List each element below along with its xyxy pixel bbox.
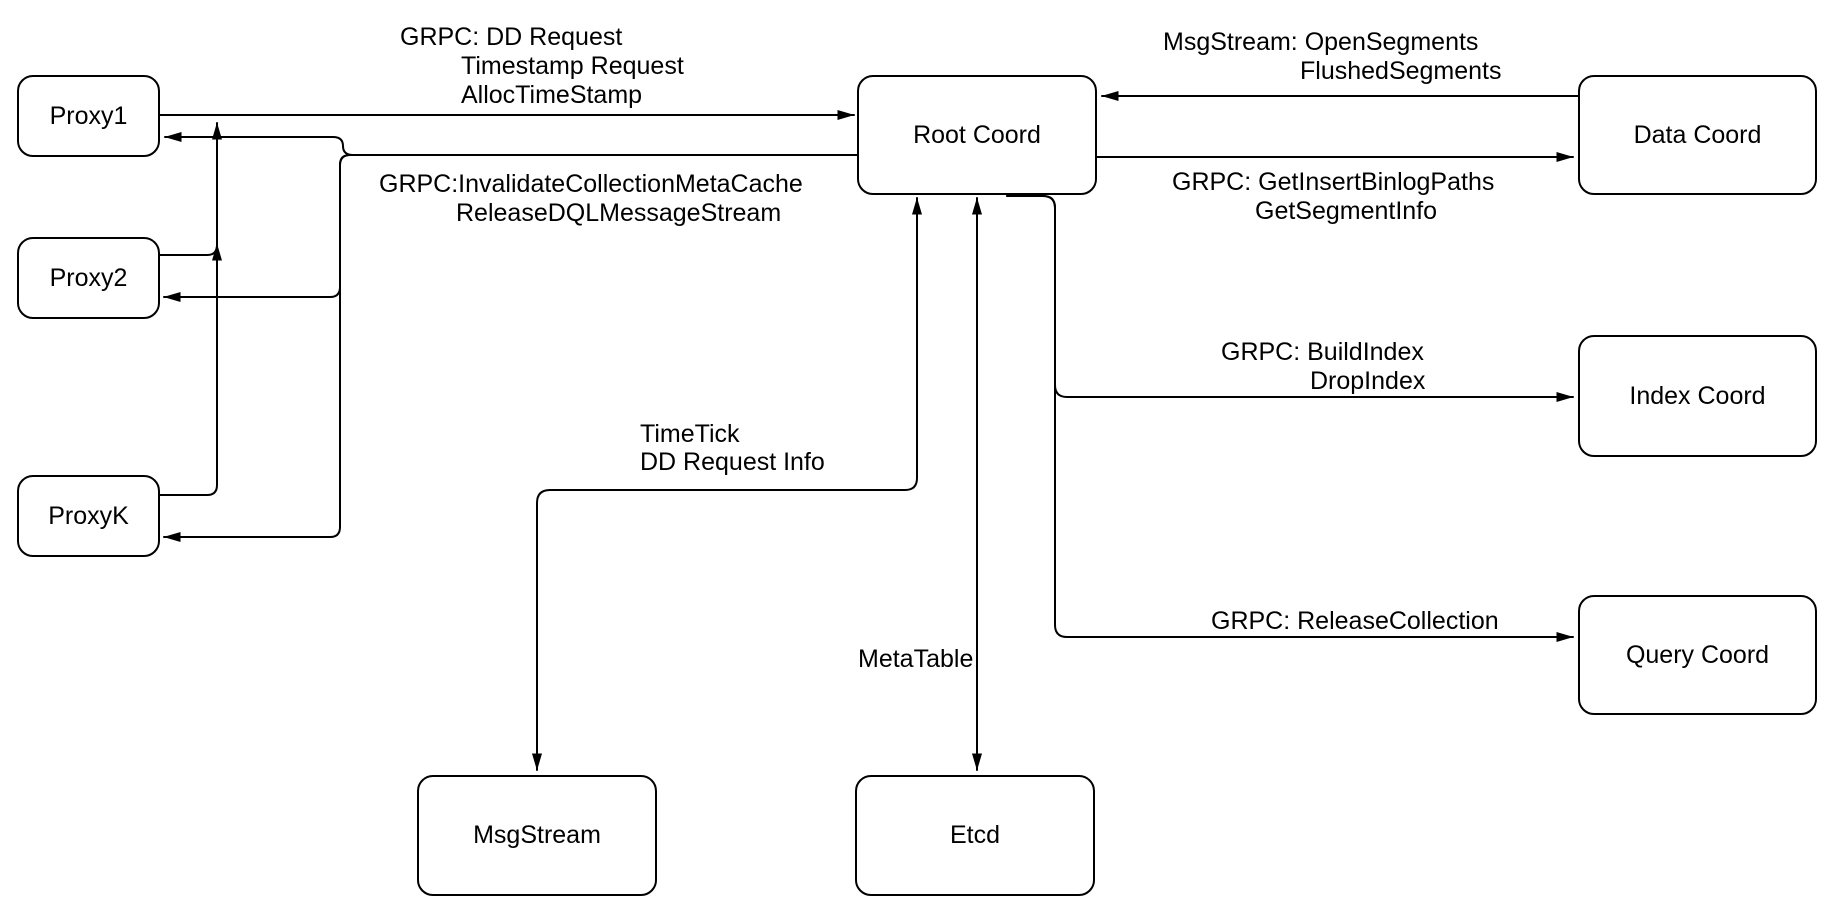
node-index-coord-label: Index Coord	[1629, 381, 1766, 410]
node-root-coord: Root Coord	[857, 75, 1097, 195]
label-msgstream-opensegments: MsgStream: OpenSegments	[1163, 28, 1479, 56]
label-grpc-releasecollection: GRPC: ReleaseCollection	[1211, 607, 1499, 635]
edge-proxy2-join-request-trunk	[159, 243, 222, 261]
node-proxy2-label: Proxy2	[49, 263, 128, 292]
node-msgstream-label: MsgStream	[473, 821, 601, 849]
node-proxyk-label: ProxyK	[48, 501, 129, 530]
label-timetick: TimeTick	[640, 420, 740, 448]
label-release-dql-messagestream: ReleaseDQLMessageStream	[456, 199, 782, 227]
node-data-coord: Data Coord	[1578, 75, 1817, 195]
node-etcd-label: Etcd	[949, 821, 1001, 849]
label-timestamp-request: Timestamp Request	[461, 52, 684, 80]
label-dropindex: DropIndex	[1310, 367, 1426, 395]
node-query-coord: Query Coord	[1578, 595, 1817, 715]
node-proxy2: Proxy2	[17, 237, 160, 319]
edge-rootcoord-msgstream	[532, 197, 922, 771]
node-proxyk: ProxyK	[17, 475, 160, 557]
edge-rootcoord-to-indexcoord	[1006, 195, 1574, 402]
node-proxy1-label: Proxy1	[49, 101, 128, 130]
edge-proxyk-join-request-trunk	[159, 122, 222, 496]
label-flushedsegments: FlushedSegments	[1300, 57, 1502, 85]
node-proxy1: Proxy1	[17, 75, 160, 157]
node-query-coord-label: Query Coord	[1625, 640, 1770, 669]
node-etcd: Etcd	[855, 775, 1095, 896]
label-dd-request-info: DD Request Info	[640, 448, 825, 476]
label-getsegmentinfo: GetSegmentInfo	[1255, 197, 1438, 225]
node-msgstream: MsgStream	[417, 775, 657, 896]
label-grpc-dd-request: GRPC: DD Request	[400, 23, 623, 51]
edge-rootcoord-to-querycoord	[1006, 195, 1574, 642]
label-invalidate-collection-metacache: GRPC:InvalidateCollectionMetaCache	[379, 170, 803, 198]
label-grpc-buildindex: GRPC: BuildIndex	[1221, 338, 1424, 366]
node-index-coord: Index Coord	[1578, 335, 1817, 457]
label-metatable: MetaTable	[858, 645, 974, 673]
label-alloctimestamp: AllocTimeStamp	[461, 81, 643, 109]
edge-rootcoord-to-proxy1	[164, 132, 858, 156]
label-getinsertbinlogpaths: GRPC: GetInsertBinlogPaths	[1172, 168, 1495, 196]
node-data-coord-label: Data Coord	[1633, 120, 1762, 149]
node-root-coord-label: Root Coord	[913, 120, 1041, 149]
